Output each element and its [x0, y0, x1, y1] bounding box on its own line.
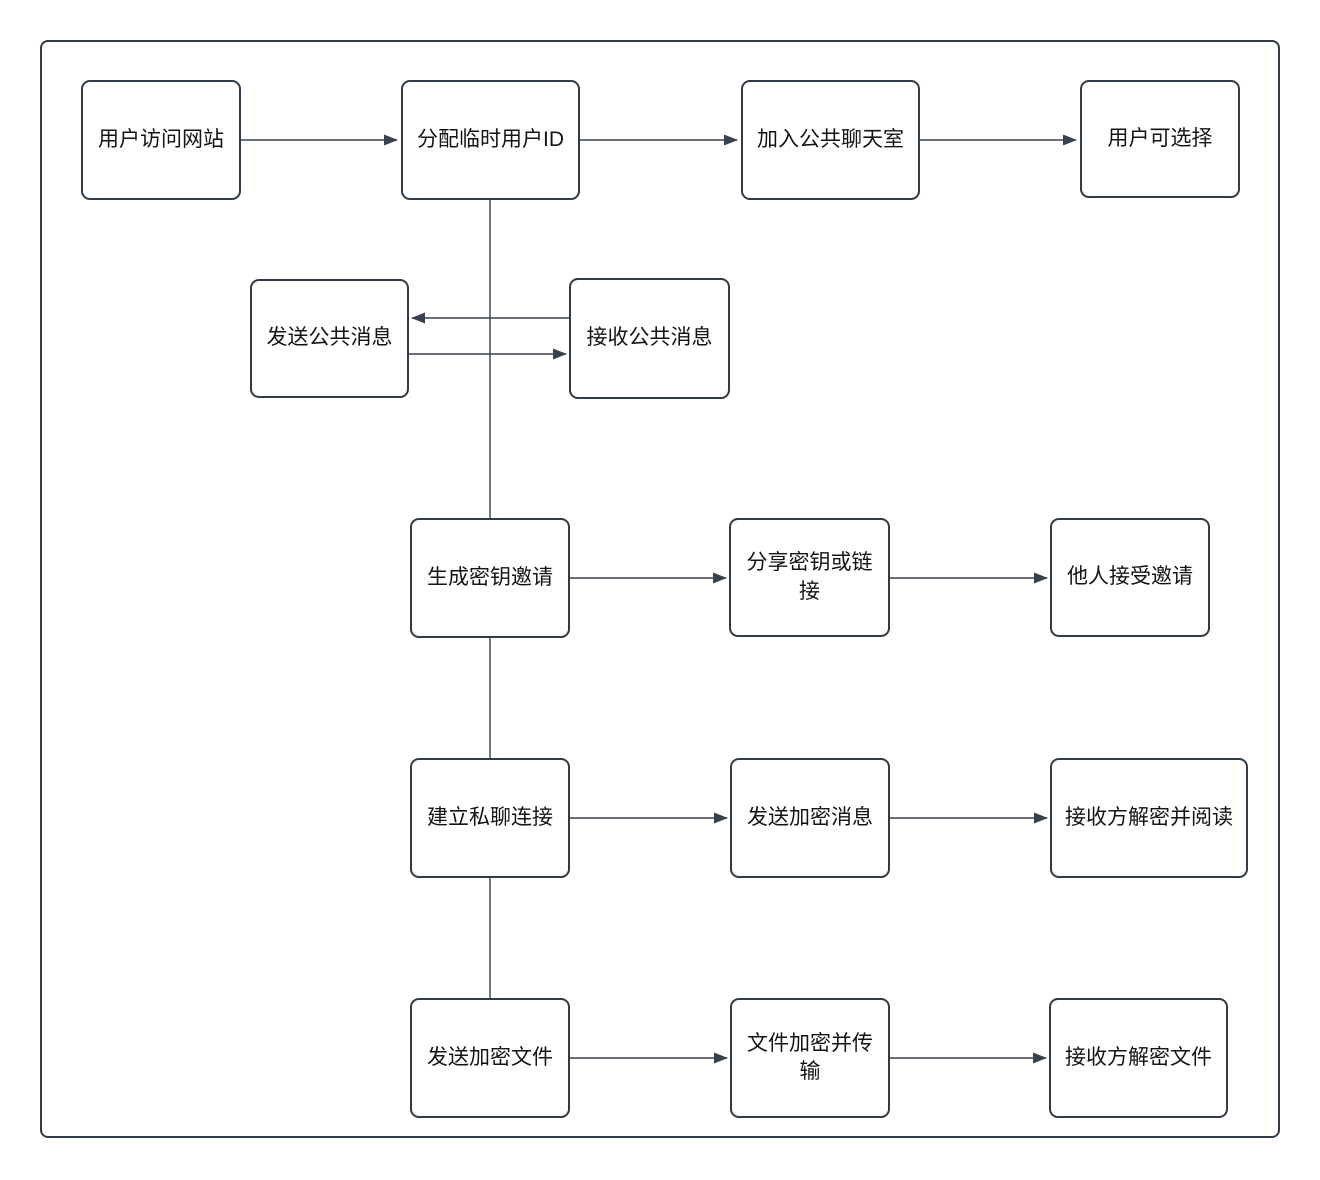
node-label: 文件加密并传输 [747, 1031, 873, 1083]
node-others-accept-invite: 他人接受邀请 [1050, 518, 1210, 637]
node-label: 分配临时用户ID [417, 127, 564, 151]
node-label: 接收方解密并阅读 [1065, 805, 1233, 829]
node-user-can-choose: 用户可选择 [1080, 80, 1240, 198]
node-join-public-chatroom: 加入公共聊天室 [741, 80, 920, 200]
node-send-encrypted-message: 发送加密消息 [730, 758, 890, 878]
node-label: 加入公共聊天室 [757, 127, 904, 151]
node-label: 用户访问网站 [98, 127, 224, 151]
node-label: 用户可选择 [1107, 126, 1213, 150]
node-generate-key-invite: 生成密钥邀请 [410, 518, 570, 638]
node-label: 他人接受邀请 [1067, 565, 1193, 589]
node-label: 发送公共消息 [266, 326, 393, 350]
node-receiver-decrypts-file: 接收方解密文件 [1049, 998, 1228, 1118]
node-send-public-message: 发送公共消息 [250, 279, 409, 398]
node-send-encrypted-file: 发送加密文件 [410, 998, 570, 1118]
node-file-encrypt-transfer: 文件加密并传输 [730, 998, 890, 1118]
node-receiver-decrypts-reads: 接收方解密并阅读 [1050, 758, 1248, 878]
node-label: 发送加密文件 [427, 1045, 553, 1069]
node-label: 接收公共消息 [586, 326, 713, 350]
node-label: 生成密钥邀请 [427, 565, 553, 589]
node-establish-private-chat: 建立私聊连接 [410, 758, 570, 878]
node-label: 发送加密消息 [747, 805, 873, 829]
node-label: 建立私聊连接 [427, 805, 553, 829]
node-assign-temp-user-id: 分配临时用户ID [401, 80, 580, 200]
node-share-key-or-link: 分享密钥或链接 [729, 518, 890, 637]
node-user-visits-site: 用户访问网站 [81, 80, 241, 200]
node-receive-public-message: 接收公共消息 [569, 278, 730, 399]
node-label: 接收方解密文件 [1065, 1045, 1212, 1069]
node-label: 分享密钥或链接 [746, 551, 873, 603]
